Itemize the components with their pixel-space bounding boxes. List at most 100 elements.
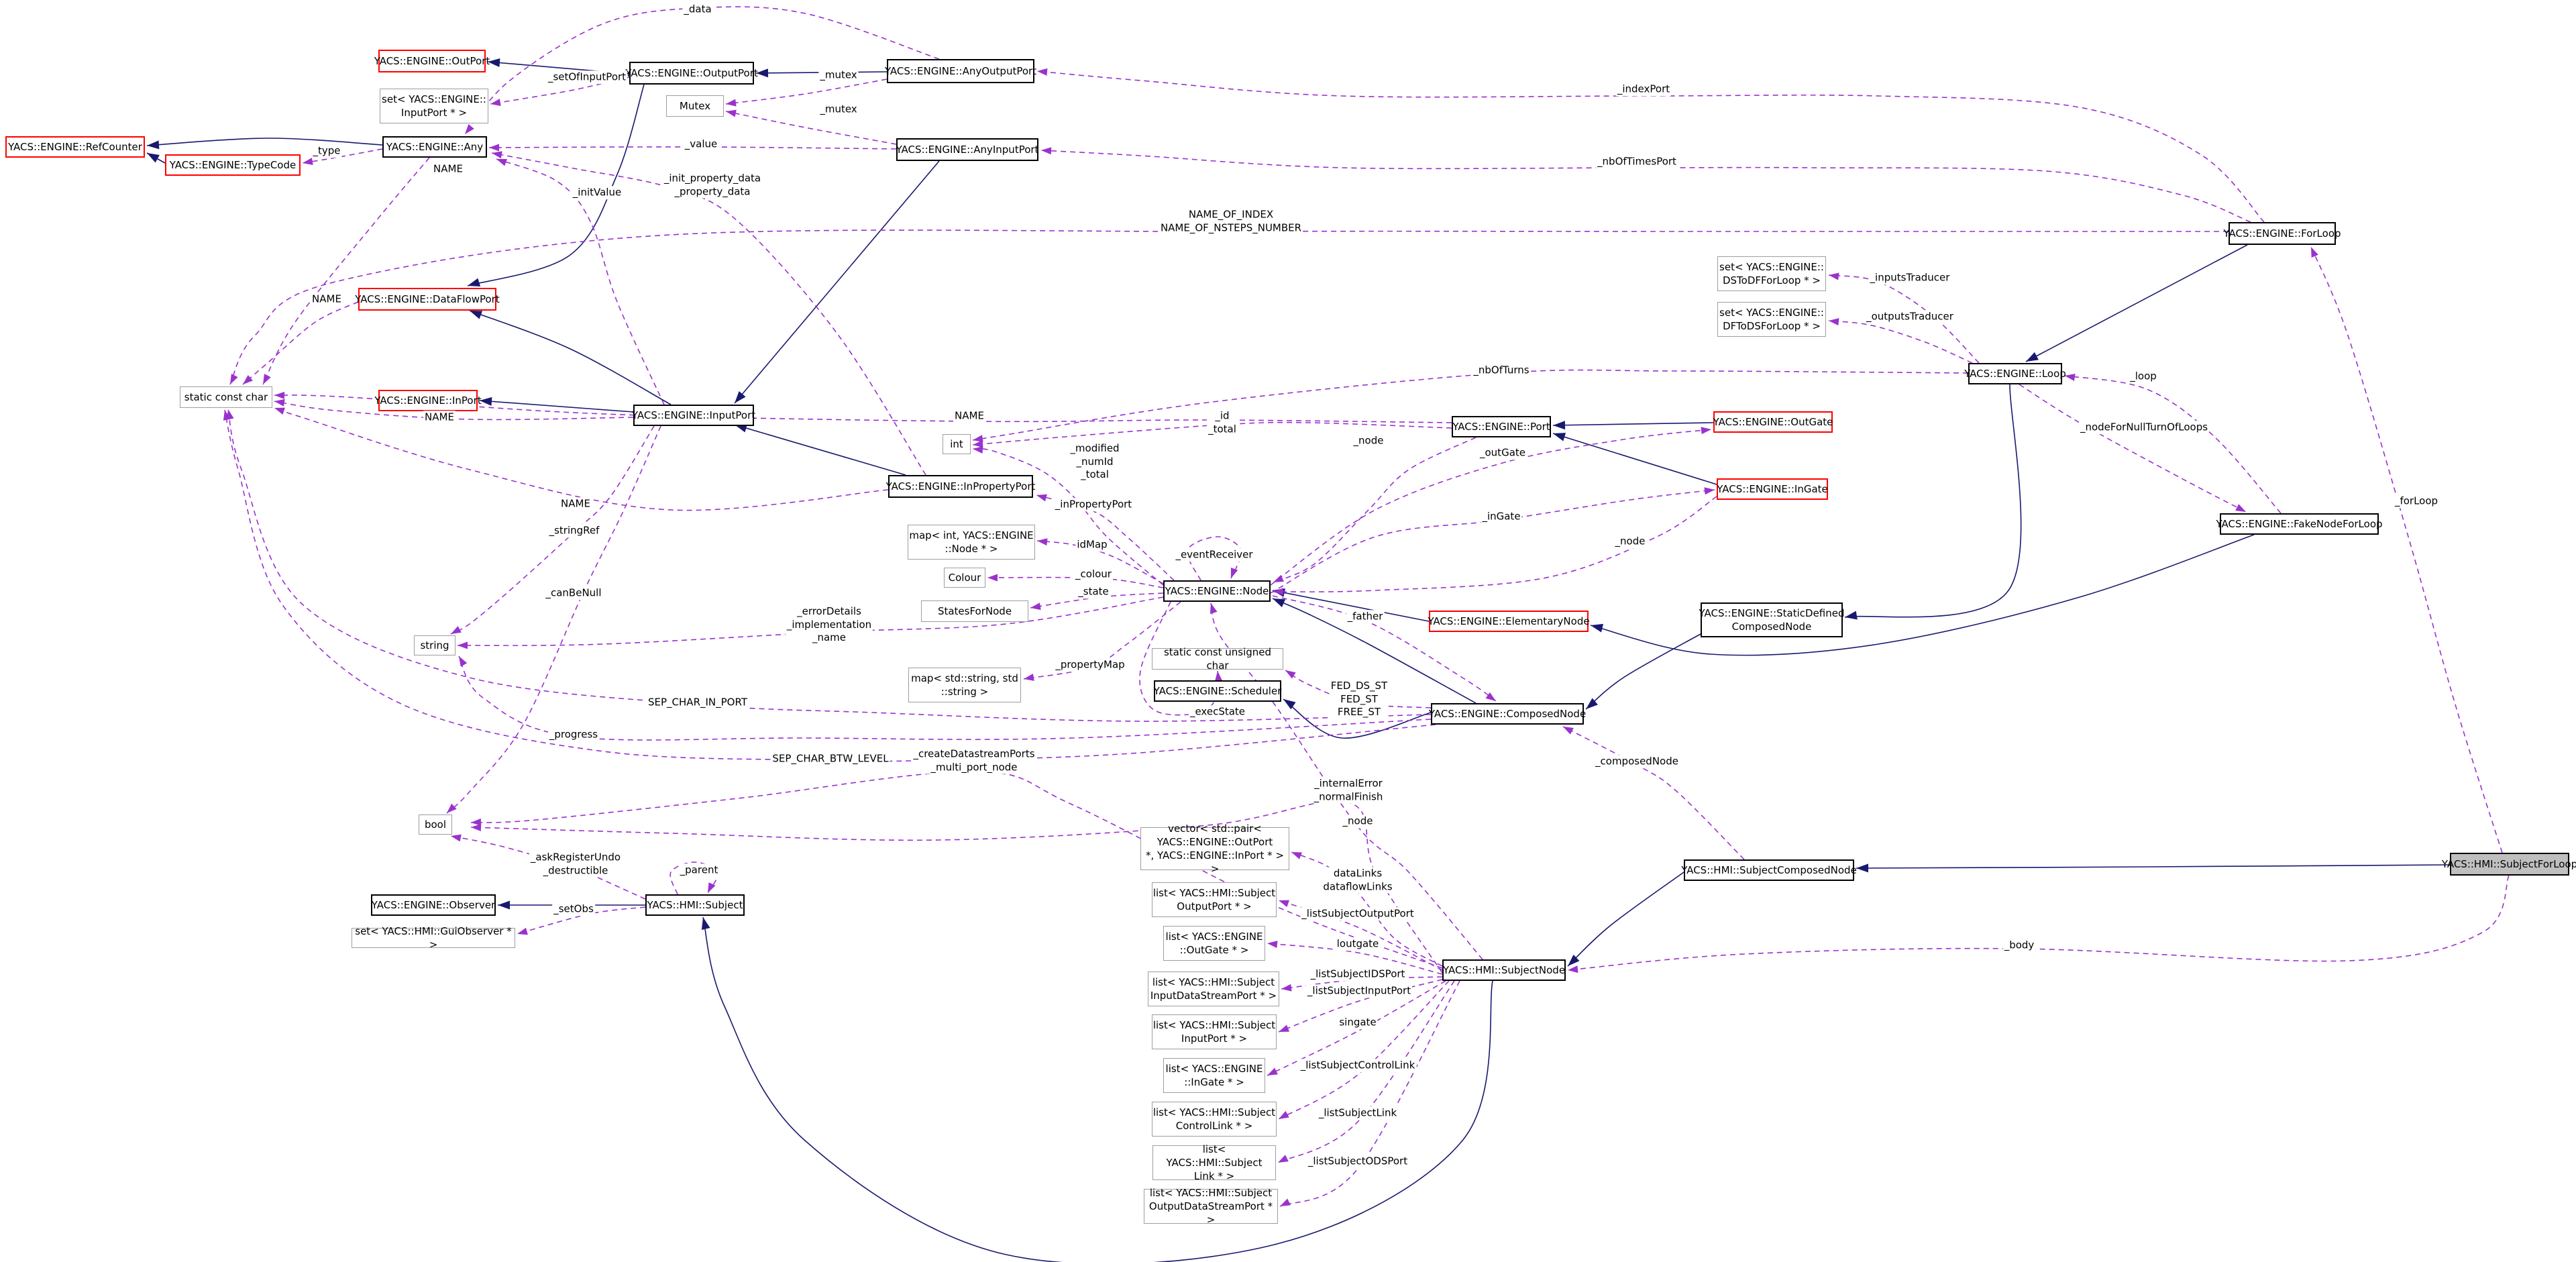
edge-label-loutgate: loutgate xyxy=(1335,937,1381,951)
class-box-port[interactable]: YACS::ENGINE::Port xyxy=(1452,416,1551,437)
class-box-subjectnode[interactable]: YACS::HMI::SubjectNode xyxy=(1442,959,1566,981)
arrowhead-anyoutputport xyxy=(1037,68,1048,76)
arrowhead-bool xyxy=(447,803,457,813)
edge-label-progress: _progress xyxy=(547,728,600,741)
edge-label-createdatastreamports: _createDatastreamPorts _multi_port_node xyxy=(912,747,1036,774)
class-box-map_int_node: map< int, YACS::ENGINE ::Node * > xyxy=(908,525,1035,560)
edge-label-name: NAME xyxy=(311,293,343,306)
edge-label-outgate: _outGate xyxy=(1479,446,1527,460)
edge-label-fed-ds-st: FED_DS_ST FED_ST FREE_ST xyxy=(1329,679,1389,719)
arrowhead-refcounter xyxy=(147,140,160,150)
arrowhead-subjectcomposednode xyxy=(1856,863,1869,873)
class-box-scheduler[interactable]: YACS::ENGINE::Scheduler xyxy=(1154,680,1281,702)
class-box-typecode[interactable]: YACS::ENGINE::TypeCode xyxy=(165,154,301,176)
class-box-node[interactable]: YACS::ENGINE::Node xyxy=(1163,580,1271,602)
class-box-outport[interactable]: YACS::ENGINE::OutPort xyxy=(374,50,490,72)
edge-composednode-to-staticconstchar-usage xyxy=(224,409,1436,762)
class-box-composednode[interactable]: YACS::ENGINE::ComposedNode xyxy=(1429,703,1586,725)
arrowhead-list_subjectoutputport xyxy=(1279,900,1289,908)
class-box-inpropertyport[interactable]: YACS::ENGINE::InPropertyPort xyxy=(886,475,1035,498)
arrowhead-subject xyxy=(701,917,710,931)
class-box-loop[interactable]: YACS::ENGINE::Loop xyxy=(1964,363,2066,384)
edge-subject-to-set_guiobserver-usage xyxy=(517,906,646,935)
class-box-anyoutputport[interactable]: YACS::ENGINE::AnyOutputPort xyxy=(885,59,1036,83)
arrowhead-loop xyxy=(2065,373,2076,381)
class-box-sdcn[interactable]: YACS::ENGINE::StaticDefined ComposedNode xyxy=(1699,602,1845,637)
arrowhead-set_guiobserver xyxy=(517,927,528,935)
edge-subjectforloop-to-subjectnode-usage xyxy=(1567,875,2510,971)
class-box-fakenodeforloop[interactable]: YACS::ENGINE::FakeNodeForLoop xyxy=(2216,513,2383,535)
class-box-ingate[interactable]: YACS::ENGINE::InGate xyxy=(1717,478,1828,500)
edge-node-to-map_str_str-usage xyxy=(1023,601,1181,680)
arrowhead-mutex xyxy=(726,109,737,117)
edge-any-to-staticconstchar-usage xyxy=(262,157,430,385)
edge-label-inpropertyport: _inPropertyPort xyxy=(1053,498,1134,511)
edge-fakenodeforloop-to-loop-usage xyxy=(2064,375,2282,514)
class-box-forloop[interactable]: YACS::ENGINE::ForLoop xyxy=(2223,222,2341,245)
edge-forloop-to-anyinputport-usage xyxy=(1040,150,2251,223)
arrowhead-composednode xyxy=(1586,698,1598,709)
arrowhead-map_int_node xyxy=(1037,538,1048,546)
arrowhead-any xyxy=(492,151,502,159)
arrowhead-elementarynode xyxy=(1591,623,1604,633)
class-box-list_subjectlink: list< YACS::HMI::Subject Link * > xyxy=(1152,1143,1276,1182)
arrowhead-list_subjectidsport xyxy=(1281,984,1292,992)
edge-node-to-int-usage xyxy=(972,448,1164,586)
edge-loop-to-int-usage xyxy=(972,369,1969,441)
arrowhead-ingate xyxy=(1704,487,1715,495)
edge-label-sep-char-in-port: SEP_CHAR_IN_PORT xyxy=(647,696,749,709)
class-box-anyinputport[interactable]: YACS::ENGINE::AnyInputPort xyxy=(896,138,1038,161)
class-box-elementarynode[interactable]: YACS::ENGINE::ElementaryNode xyxy=(1428,611,1590,632)
class-box-set_dstodf: set< YACS::ENGINE:: DSToDFForLoop * > xyxy=(1717,256,1826,291)
edge-label-type: _type xyxy=(311,144,342,158)
arrowhead-set_inputport xyxy=(490,99,501,106)
arrowhead-map_str_str xyxy=(1024,674,1034,681)
class-box-any[interactable]: YACS::ENGINE::Any xyxy=(382,136,487,158)
arrowhead-colour xyxy=(987,574,998,582)
edge-label-initvalue: _initValue xyxy=(571,186,623,199)
class-box-outputport[interactable]: YACS::ENGINE::OutputPort xyxy=(625,62,758,85)
class-box-set_guiobserver: set< YACS::HMI::GuiObserver * > xyxy=(352,925,515,951)
class-box-outgate[interactable]: YACS::ENGINE::OutGate xyxy=(1713,411,1833,433)
arrowhead-list_subjectcontrollink xyxy=(1279,1110,1289,1119)
arrowhead-staticconstchar xyxy=(274,399,285,407)
edge-label-name-of-index: NAME_OF_INDEX NAME_OF_NSTEPS_NUMBER xyxy=(1159,208,1303,235)
edge-subjectnode-to-list_subjectcontrollink-usage xyxy=(1278,980,1450,1120)
class-box-inport[interactable]: YACS::ENGINE::InPort xyxy=(374,390,482,411)
class-box-inputport[interactable]: YACS::ENGINE::InputPort xyxy=(632,405,755,426)
arrowhead-outport xyxy=(488,58,500,68)
edge-label-state: _state xyxy=(1077,585,1110,598)
edge-node-to-staticconstuchar-usage xyxy=(1139,601,1222,716)
arrowhead-int xyxy=(973,440,983,448)
edge-subjectforloop-to-forloop-usage xyxy=(2310,246,2503,853)
edge-label-parent: _parent xyxy=(678,863,720,877)
edge-node-to-inpropertyport-usage xyxy=(1036,494,1175,581)
edge-forloop-to-anyoutputport-usage xyxy=(1036,70,2265,223)
class-box-subject[interactable]: YACS::HMI::Subject xyxy=(645,894,745,916)
edge-label-name: NAME xyxy=(432,162,464,176)
edge-label-singate: singate xyxy=(1338,1016,1378,1029)
class-box-refcounter[interactable]: YACS::ENGINE::RefCounter xyxy=(5,136,145,158)
class-box-dataflowport[interactable]: YACS::ENGINE::DataFlowPort xyxy=(355,288,500,311)
class-box-list_subjectidsport: list< YACS::HMI::Subject InputDataStream… xyxy=(1148,971,1279,1006)
edge-anyoutputport-to-any-usage xyxy=(464,6,940,135)
arrowhead-list_subjectinputport xyxy=(1279,1024,1289,1032)
edge-label-name: NAME xyxy=(423,411,455,424)
class-box-subjectcomposednode[interactable]: YACS::HMI::SubjectComposedNode xyxy=(1681,859,1857,881)
arrowhead-node xyxy=(1230,568,1238,578)
edge-loop-to-fakenodeforloop-usage xyxy=(2019,384,2247,513)
edge-subject-to-subject-usage xyxy=(669,861,719,895)
edge-inputport-to-dataflowport-inherit xyxy=(469,310,672,405)
arrowhead-statesfornode xyxy=(1030,602,1041,611)
class-box-staticconstuchar: static const unsigned char xyxy=(1152,646,1283,672)
edge-node-to-composednode-usage xyxy=(1272,595,1497,702)
edge-fakenodeforloop-to-elementarynode-inherit xyxy=(1590,534,2255,656)
arrowhead-bool xyxy=(451,834,462,842)
edge-inpropertyport-to-inputport-inherit xyxy=(734,424,906,476)
arrowhead-fakenodeforloop xyxy=(2235,504,2246,512)
edge-node-to-ingate-usage xyxy=(1270,489,1715,594)
class-box-observer[interactable]: YACS::ENGINE::Observer xyxy=(371,894,496,916)
edge-label-nbofturns: _nbOfTurns xyxy=(1472,364,1531,377)
arrowhead-vector_pair xyxy=(1291,852,1302,859)
